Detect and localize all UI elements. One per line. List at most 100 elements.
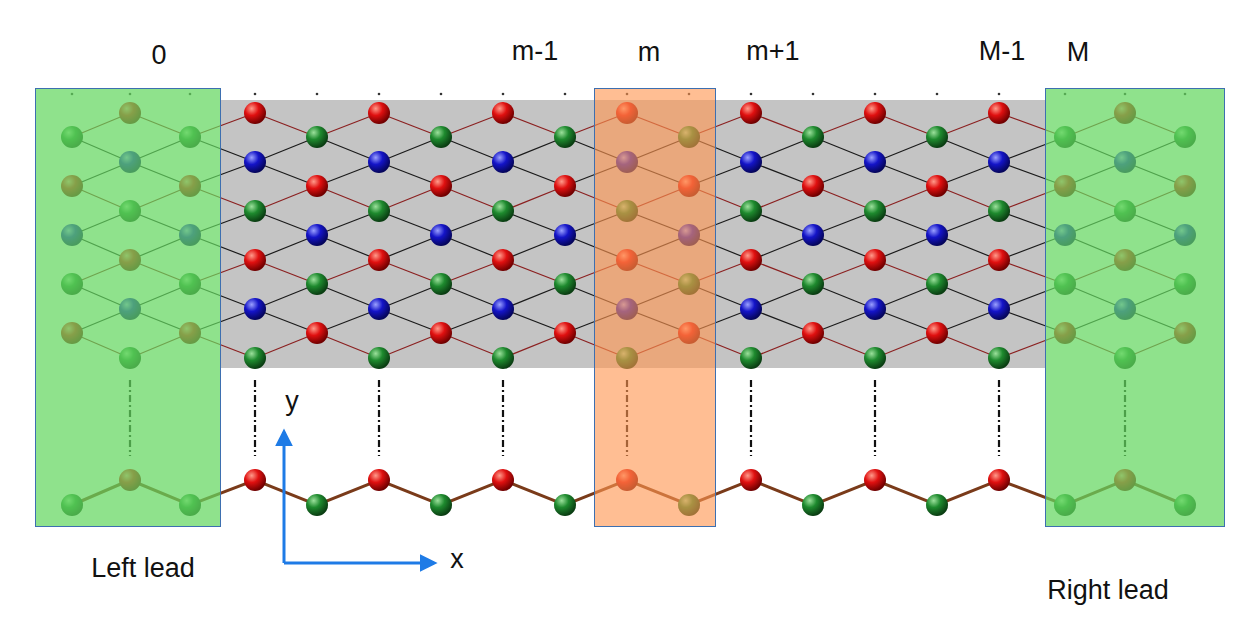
atom	[368, 347, 390, 369]
atom	[988, 469, 1010, 491]
index-label: M-1	[979, 36, 1026, 67]
atom	[988, 102, 1010, 124]
atom	[244, 102, 266, 124]
lead-region: 0Left lead	[35, 88, 221, 527]
atom	[492, 469, 514, 491]
atom	[430, 126, 452, 148]
index-label: m+1	[746, 36, 799, 67]
atom	[554, 322, 576, 344]
atom	[368, 469, 390, 491]
atom	[492, 200, 514, 222]
dot-mark	[874, 93, 877, 96]
atom	[492, 151, 514, 173]
atom	[864, 200, 886, 222]
dot-mark	[378, 93, 381, 96]
index-label: m-1	[512, 36, 559, 67]
index-label: M	[1067, 37, 1090, 68]
lead-label: Right lead	[1047, 575, 1169, 606]
atom	[864, 347, 886, 369]
atom	[926, 224, 948, 246]
atom	[368, 249, 390, 271]
atom	[492, 298, 514, 320]
continuation-line	[254, 380, 256, 456]
axis-label: x	[450, 544, 464, 575]
atom	[430, 224, 452, 246]
atom	[368, 151, 390, 173]
axis-label: y	[285, 386, 299, 417]
atom	[430, 273, 452, 295]
atom	[244, 200, 266, 222]
atom	[864, 469, 886, 491]
atom	[492, 249, 514, 271]
atom	[988, 200, 1010, 222]
atom	[740, 347, 762, 369]
atom	[988, 298, 1010, 320]
atom	[740, 298, 762, 320]
atom	[926, 322, 948, 344]
atom	[430, 494, 452, 516]
atom	[306, 322, 328, 344]
atom	[864, 151, 886, 173]
atom	[802, 126, 824, 148]
atom	[554, 175, 576, 197]
atom	[802, 273, 824, 295]
index-label: m	[638, 37, 661, 68]
atom	[802, 175, 824, 197]
dot-mark	[502, 93, 505, 96]
atom	[244, 151, 266, 173]
atom	[306, 494, 328, 516]
atom	[740, 249, 762, 271]
dot-mark	[316, 93, 319, 96]
atom	[244, 469, 266, 491]
atom	[988, 151, 1010, 173]
atom	[988, 347, 1010, 369]
atom	[740, 469, 762, 491]
dot-mark	[750, 93, 753, 96]
atom	[926, 273, 948, 295]
atom	[926, 175, 948, 197]
y-axis-arrow	[283, 432, 286, 563]
dot-mark	[812, 93, 815, 96]
atom	[368, 200, 390, 222]
atom	[988, 249, 1010, 271]
atom	[926, 494, 948, 516]
atom	[864, 102, 886, 124]
lead-region: MRight lead	[1045, 88, 1225, 527]
atom	[802, 494, 824, 516]
atom	[306, 175, 328, 197]
dot-mark	[254, 93, 257, 96]
atom	[368, 298, 390, 320]
atom	[306, 224, 328, 246]
dot-mark	[998, 93, 1001, 96]
atom	[864, 249, 886, 271]
atom	[554, 273, 576, 295]
continuation-line	[378, 380, 380, 456]
atom	[244, 249, 266, 271]
atom	[802, 224, 824, 246]
index-label: 0	[151, 40, 166, 71]
atom	[740, 102, 762, 124]
atom	[740, 200, 762, 222]
atom	[802, 322, 824, 344]
continuation-line	[750, 380, 752, 456]
dot-mark	[440, 93, 443, 96]
continuation-line	[874, 380, 876, 456]
atom	[492, 347, 514, 369]
x-axis-arrow	[284, 562, 434, 565]
atom	[244, 298, 266, 320]
continuation-line	[998, 380, 1000, 456]
dot-mark	[936, 93, 939, 96]
atom	[926, 126, 948, 148]
column-highlight: m	[594, 88, 716, 527]
dot-mark	[564, 93, 567, 96]
atom	[244, 347, 266, 369]
atom	[306, 273, 328, 295]
atom	[492, 102, 514, 124]
atom	[430, 322, 452, 344]
atom	[740, 151, 762, 173]
continuation-line	[502, 380, 504, 456]
atom	[864, 298, 886, 320]
atom	[306, 126, 328, 148]
atom	[554, 224, 576, 246]
atom	[368, 102, 390, 124]
